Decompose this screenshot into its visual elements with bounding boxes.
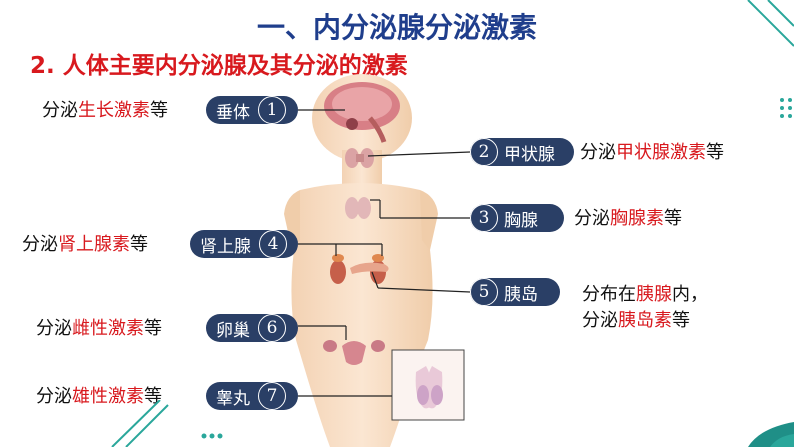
thymus-organ bbox=[345, 197, 371, 219]
desc-islet: 分布在胰腺内， 分泌胰岛素等 bbox=[582, 284, 708, 331]
desc-pituitary: 分泌生长激素等 bbox=[42, 100, 168, 121]
ovary-organ bbox=[323, 340, 385, 365]
top-right-decoration bbox=[747, 0, 794, 118]
thyroid-organ bbox=[345, 148, 374, 168]
pancreas-organ bbox=[350, 262, 389, 274]
section-subtitle: 2. 人体主要内分泌腺及其分泌的激素 bbox=[30, 53, 408, 79]
desc-adrenal: 分泌肾上腺素等 bbox=[22, 234, 148, 255]
testis-inset bbox=[391, 349, 465, 421]
brain-organ bbox=[324, 82, 400, 143]
bottom-decoration bbox=[111, 400, 794, 447]
desc-thyroid: 分泌甲状腺激素等 bbox=[580, 142, 724, 163]
leader-lines bbox=[298, 109, 471, 397]
desc-ovary: 分泌雌性激素等 bbox=[36, 318, 162, 339]
page-title: 一、内分泌腺分泌激素 bbox=[256, 11, 537, 44]
desc-thymus: 分泌胸腺素等 bbox=[574, 208, 682, 229]
